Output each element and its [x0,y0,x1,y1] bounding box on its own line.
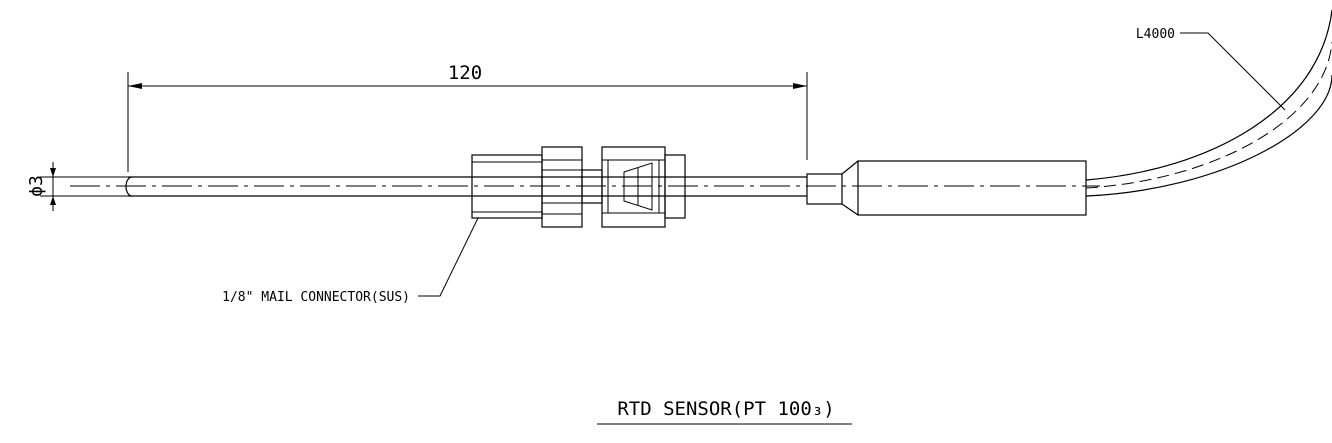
diameter-arrow-bottom [50,196,56,205]
reducer-sleeve [806,173,843,205]
male-connector [471,146,686,228]
connector-label: 1/8" MAIL CONNECTOR(SUS) [222,290,410,305]
cable-length-label: L4000 [1136,27,1175,42]
title-text: RTD SENSOR(PT 100₃) [617,398,834,420]
connector-callout: 1/8" MAIL CONNECTOR(SUS) [222,217,479,305]
hex-nut-2 [601,146,666,228]
length-dimension-text: 120 [448,62,482,84]
cable-leader-line [1180,32,1286,111]
sensor-housing [857,160,1087,216]
diameter-dimension: ϕ3 [26,162,128,211]
cable-centerline [1085,41,1332,189]
cable-edge-top [1085,9,1332,181]
sensor-head [806,160,1087,216]
diameter-arrow-top [50,168,56,177]
cable-edge-bottom [1085,74,1332,197]
diameter-dimension-text: ϕ3 [26,175,47,197]
arrowhead-left [128,83,142,89]
drawing-title: RTD SENSOR(PT 100₃) [597,398,852,425]
transition-taper [841,160,859,216]
hex-nut-1 [541,146,583,228]
length-dimension: 120 [127,62,808,172]
cable-callout: L4000 [1136,27,1286,111]
cable [1085,9,1332,197]
arrowhead-right [793,83,807,89]
connector-leader-line [418,217,479,297]
